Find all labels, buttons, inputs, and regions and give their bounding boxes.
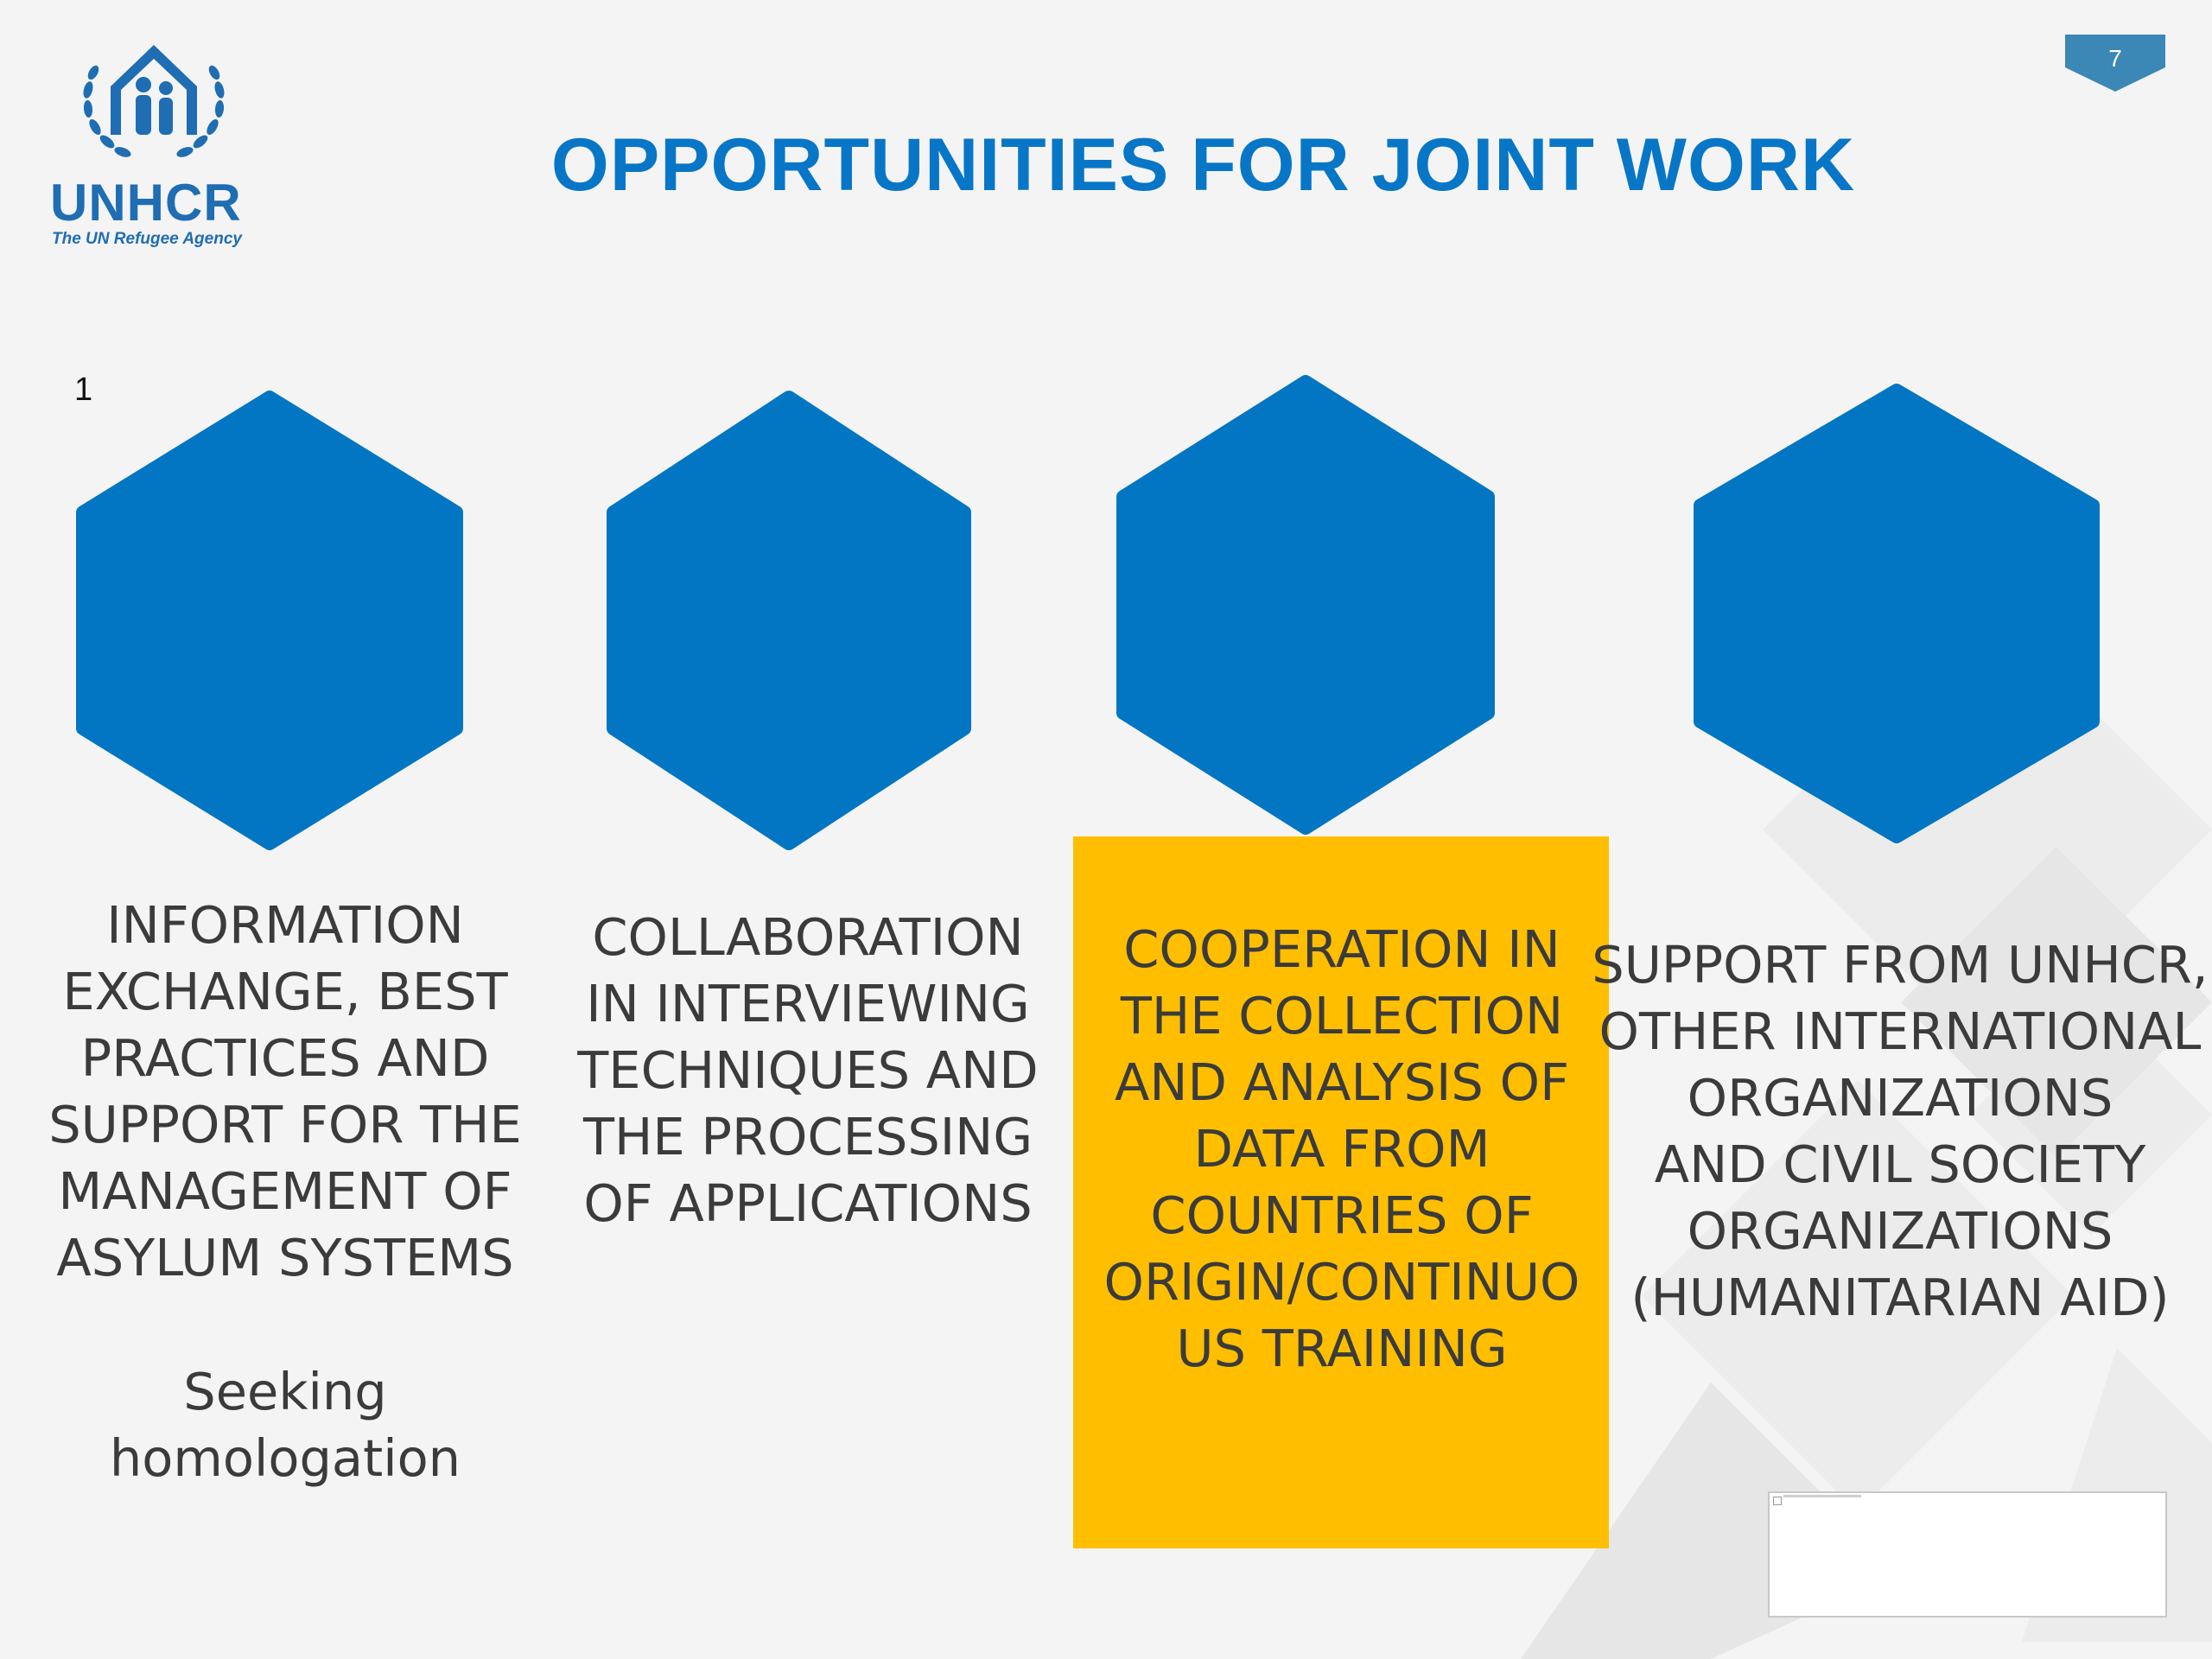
item-label-4: SUPPORT FROM UNHCR, OTHER INTERNATIONAL … bbox=[1588, 931, 2212, 1331]
placeholder-caption-line bbox=[1783, 1495, 1861, 1497]
item-label-4-line: AND CIVIL SOCIETY bbox=[1654, 1135, 2146, 1194]
item-label-2: COLLABORATION IN INTERVIEWING TECHNIQUES… bbox=[577, 907, 1039, 1233]
step-number: 1 bbox=[74, 372, 93, 408]
item-label-4-line: SUPPORT FROM UNHCR, bbox=[1592, 935, 2209, 995]
highlight-box bbox=[1073, 836, 1609, 1548]
hexagon-1 bbox=[76, 391, 463, 850]
slide-title: OPPORTUNITIES FOR JOINT WORK bbox=[550, 124, 1856, 207]
item-label-4-line: ORGANIZATIONS bbox=[1687, 1201, 2113, 1261]
logo-tagline: The UN Refugee Agency bbox=[52, 230, 242, 248]
item-label-1: INFORMATION EXCHANGE, BEST PRACTICES AND… bbox=[48, 895, 522, 1287]
item-label-4-line: (HUMANITARIAN AID) bbox=[1630, 1268, 2170, 1327]
item-label-3: COOPERATION IN THE COLLECTION AND ANALYS… bbox=[1103, 919, 1580, 1378]
hexagon-4 bbox=[1694, 384, 2100, 843]
item-label-4-line: ORGANIZATIONS bbox=[1687, 1068, 2113, 1128]
hexagon-2 bbox=[607, 391, 971, 850]
page-number-badge: 7 bbox=[2065, 35, 2165, 93]
homologation-note: Seeking homologation bbox=[109, 1362, 461, 1488]
laurel-family-icon bbox=[83, 45, 225, 157]
logo-wordmark: UNHCR bbox=[50, 174, 242, 232]
item-label-4-line: OTHER INTERNATIONAL bbox=[1599, 1001, 2202, 1061]
image-placeholder[interactable] bbox=[1768, 1491, 2167, 1618]
placeholder-icon bbox=[1773, 1497, 1782, 1505]
hexagon-3 bbox=[1116, 375, 1495, 835]
page-number: 7 bbox=[2108, 45, 2122, 72]
unhcr-logo: UNHCR The UN Refugee Agency bbox=[41, 38, 266, 263]
